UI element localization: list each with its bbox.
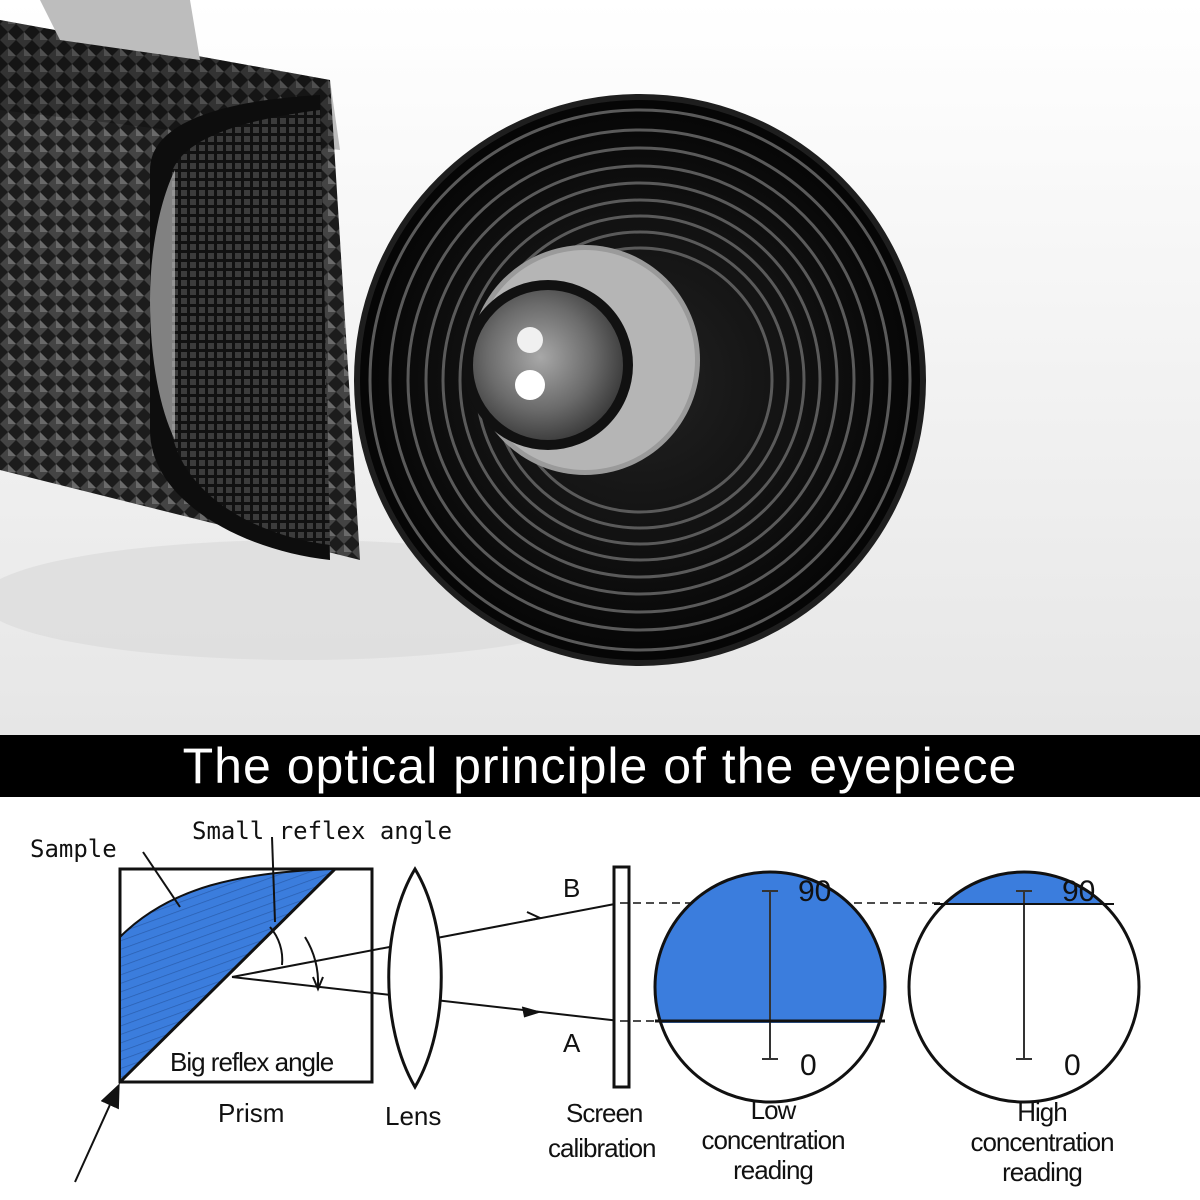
incident-ray-arrow [74,1083,120,1183]
high-caption-line2: concentration [970,1127,1113,1157]
screen-label-line2: calibration [548,1133,656,1163]
low-caption-line3: reading [733,1155,813,1185]
screen-label-line1: Screen [566,1098,642,1128]
lens [387,866,443,1090]
low-caption-line1: Low [751,1095,797,1125]
point-a-label: A [563,1028,581,1058]
low-caption-line2: concentration [701,1125,844,1155]
lens-label: Lens [385,1101,441,1131]
refractometer-eyepiece-photo [0,0,1200,735]
high-top-value: 90 [1062,875,1095,908]
high-caption-line1: High [1017,1097,1066,1127]
low-bottom-value: 0 [800,1049,817,1082]
low-top-value: 90 [798,875,831,908]
diagram-title: The optical principle of the eyepiece [0,735,1200,797]
high-caption-line3: reading [1002,1157,1082,1187]
screen-calibration-plate [612,865,631,1089]
sample-label: Sample [30,835,117,863]
prism [118,867,374,1085]
high-bottom-value: 0 [1064,1049,1081,1082]
small-reflex-label: Small reflex angle [192,817,452,845]
prism-label: Prism [218,1098,284,1128]
optical-principle-diagram: Sample Small reflex angle Big reflex ang… [30,817,1141,1187]
big-reflex-label: Big reflex angle [170,1047,334,1077]
point-b-label: B [563,873,580,903]
